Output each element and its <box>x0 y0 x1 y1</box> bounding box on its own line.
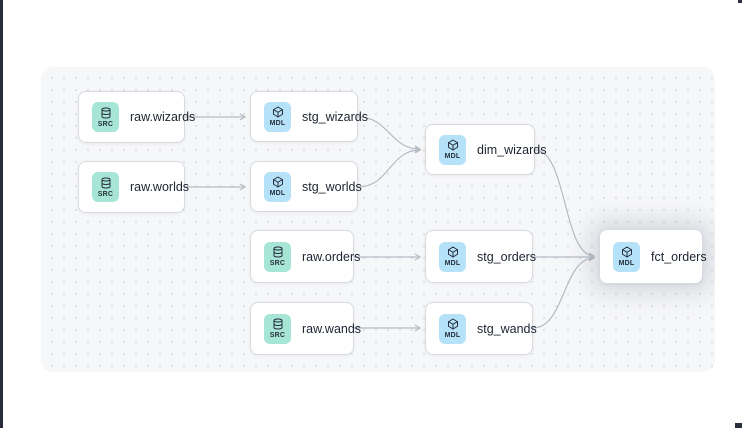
edge-stg_worlds-to-dim_wizards <box>357 150 420 188</box>
node-raw_wizards[interactable]: SRC raw.wizards <box>78 91 195 143</box>
node-label: raw.orders <box>302 249 361 264</box>
database-icon <box>273 246 282 258</box>
cube-icon <box>447 246 458 258</box>
src-badge: SRC <box>92 172 119 202</box>
mdl-badge: MDL <box>264 101 291 132</box>
node-dim_wizards[interactable]: MDL dim_wizards <box>425 124 546 175</box>
cube-icon <box>447 139 458 151</box>
node-label: fct_orders <box>651 249 707 264</box>
node-stg_worlds[interactable]: MDL stg_worlds <box>250 161 362 212</box>
badge-label: SRC <box>97 120 114 128</box>
cube-icon <box>272 176 283 188</box>
database-icon <box>273 318 282 330</box>
cube-icon <box>621 246 632 258</box>
node-label: dim_wizards <box>477 142 547 157</box>
mdl-badge: MDL <box>264 171 291 202</box>
node-label: stg_worlds <box>302 179 362 194</box>
badge-label: SRC <box>269 332 286 339</box>
mdl-badge: MDL <box>439 134 466 165</box>
badge-label: SRC <box>269 260 286 267</box>
node-label: stg_wands <box>477 321 537 336</box>
edge-dim_wizards-to-fct_orders <box>534 149 594 256</box>
badge-label: SRC <box>97 190 114 198</box>
node-raw_wands[interactable]: SRC raw.wands <box>250 302 361 355</box>
window-corner-artifact-top <box>738 0 742 3</box>
node-stg_wands[interactable]: MDL stg_wands <box>425 302 537 355</box>
window-corner-artifact-bottom <box>735 423 742 428</box>
src-badge: SRC <box>92 102 119 132</box>
mdl-badge: MDL <box>613 241 640 272</box>
edge-stg_wands-to-fct_orders <box>532 258 594 329</box>
node-stg_orders[interactable]: MDL stg_orders <box>425 230 537 283</box>
src-badge: SRC <box>264 241 291 272</box>
mdl-badge: MDL <box>439 241 466 272</box>
mdl-badge: MDL <box>439 313 466 344</box>
node-label: stg_wizards <box>302 109 368 124</box>
node-label: raw.wands <box>302 321 362 336</box>
window-edge-strip <box>0 0 3 428</box>
cube-icon <box>447 318 458 330</box>
node-stg_wizards[interactable]: MDL stg_wizards <box>250 91 368 142</box>
node-raw_worlds[interactable]: SRC raw.worlds <box>78 161 189 213</box>
database-icon <box>101 107 110 118</box>
edge-layer <box>185 67 715 372</box>
edge-stg_wizards-to-dim_wizards <box>357 116 420 149</box>
database-icon <box>101 177 110 188</box>
src-badge: SRC <box>264 313 291 344</box>
badge-label: MDL <box>444 332 461 339</box>
badge-label: MDL <box>444 260 461 267</box>
cube-icon <box>272 106 283 118</box>
node-label: raw.wizards <box>130 110 196 124</box>
badge-label: MDL <box>618 260 635 267</box>
badge-label: MDL <box>269 120 286 127</box>
node-raw_orders[interactable]: SRC raw.orders <box>250 230 360 283</box>
node-label: raw.worlds <box>130 180 190 194</box>
badge-label: MDL <box>269 190 286 197</box>
node-fct_orders[interactable]: MDL fct_orders <box>599 229 707 284</box>
node-label: stg_orders <box>477 249 537 264</box>
badge-label: MDL <box>444 153 461 160</box>
